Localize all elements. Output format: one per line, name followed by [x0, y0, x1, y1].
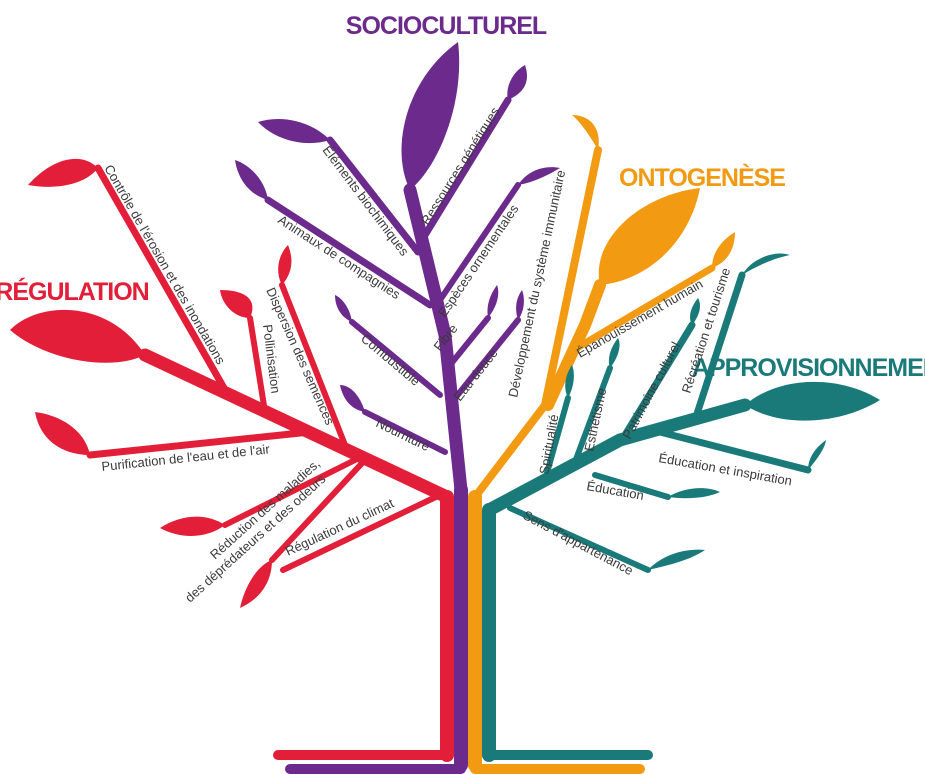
- leaf-icon: [401, 42, 460, 190]
- leaf-icon: [518, 167, 560, 185]
- leaf-icon: [507, 65, 527, 100]
- socioculturel-branches: [264, 96, 521, 497]
- leaf-icon: [240, 560, 272, 608]
- regulation-branches: [86, 164, 454, 573]
- branch-fibre: [447, 315, 491, 368]
- branch-education-inspiration: [656, 428, 812, 474]
- label-sens-appartenance: Sens d'appartenance: [521, 507, 636, 578]
- leaf-icon: [648, 549, 705, 570]
- category-regulation: RÉGULATION: [0, 277, 149, 306]
- label-fibre: Fibre: [431, 321, 461, 354]
- label-nourriture: Nourriture: [374, 415, 433, 454]
- leaf-icon: [335, 295, 352, 322]
- branch-spiritualite: [542, 395, 571, 483]
- leaf-icon: [35, 412, 90, 455]
- label-combustible: Combustible: [358, 331, 423, 389]
- label-developpement-immunitaire: Développement du système immunitaire: [505, 169, 568, 399]
- leaf-icon: [572, 115, 599, 150]
- leaf-icon: [808, 440, 826, 470]
- branch-reduction: [222, 452, 368, 528]
- category-socioculturel: SOCIOCULTUREL: [346, 12, 547, 40]
- leaf-icon: [235, 160, 268, 200]
- ontogenese-branches: [471, 146, 716, 501]
- branch-patrimoine: [618, 321, 696, 444]
- branch-nourriture: [362, 409, 448, 455]
- branch-eau-douce: [449, 317, 521, 405]
- ontogenese-leaves: [572, 115, 735, 285]
- branch-sens-appartenance: [507, 505, 651, 573]
- category-ontogenese: ONTOGENÈSE: [619, 163, 785, 192]
- leaf-icon: [220, 290, 253, 318]
- branch-dispersion: [279, 282, 348, 448]
- branch-recreation: [691, 271, 746, 424]
- leaf-icon: [565, 365, 574, 398]
- leaf-icon: [258, 119, 330, 144]
- branch-epanouissement: [566, 264, 716, 356]
- leaf-icon: [340, 385, 365, 412]
- branch-ressources-genetiques: [421, 96, 512, 239]
- regulation-main-branch: [138, 348, 454, 504]
- branch-education: [592, 472, 671, 500]
- leaf-icon: [668, 488, 720, 499]
- ontogenese-main-branch: [542, 279, 606, 411]
- label-pollinisation: Pollinisation: [260, 324, 283, 395]
- leaf-icon: [28, 158, 98, 187]
- label-education-inspiration: Éducation et inspiration: [657, 450, 793, 488]
- branch-elements-biochimiques: [326, 136, 422, 256]
- socioculturel-main-branch: [403, 183, 468, 497]
- leaf-icon: [598, 188, 700, 285]
- category-approvisionnement: APPROVISIONNEMENT: [692, 354, 925, 382]
- leaf-icon: [608, 338, 620, 368]
- regulation-leaves: [10, 158, 292, 608]
- branch-especes-ornementales: [437, 182, 521, 303]
- socioculturel-leaves: [235, 42, 560, 412]
- leaf-icon: [742, 253, 790, 275]
- leaf-icon: [487, 285, 499, 318]
- branch-animaux: [264, 196, 434, 309]
- leaf-icon: [160, 516, 225, 536]
- leaf-icon: [690, 298, 700, 325]
- leaf-icon: [745, 381, 880, 421]
- branch-esthetisme: [572, 365, 613, 465]
- branch-controle-erosion: [94, 164, 232, 399]
- leaf-icon: [10, 309, 145, 363]
- branch-combustible: [349, 319, 443, 398]
- branch-reduction-2: [269, 457, 368, 563]
- branch-pollinisation: [247, 315, 268, 415]
- tree-trunk: [273, 483, 653, 774]
- label-especes-ornementales: Espèces ornementales: [435, 201, 522, 319]
- approvisionnement-branches: [482, 271, 812, 573]
- leaf-icon: [712, 232, 735, 268]
- leaf-icon: [278, 245, 292, 285]
- leaf-icon: [516, 290, 524, 320]
- approvisionnement-leaves: [565, 253, 880, 570]
- branch-regulation-climat: [280, 492, 443, 573]
- branch-purification: [86, 428, 314, 459]
